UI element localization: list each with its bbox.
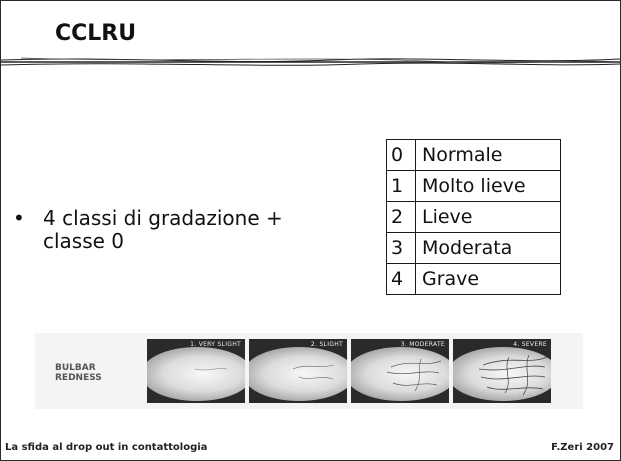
grades-table: 0 Normale 1 Molto lieve 2 Lieve 3 Modera…: [386, 139, 561, 295]
table-row: 2 Lieve: [386, 201, 561, 233]
eye-panel-label: 4. SEVERE: [513, 341, 547, 348]
decorative-rule: [1, 57, 620, 66]
table-row: 3 Moderata: [386, 232, 561, 264]
eye-panel-label: 3. MODERATE: [400, 341, 445, 348]
grade-label: Moderata: [415, 232, 561, 264]
table-row: 4 Grave: [386, 263, 561, 295]
eye-panel-label: 2. SLIGHT: [310, 341, 343, 348]
grade-number: 1: [386, 170, 416, 202]
grade-label: Grave: [415, 263, 561, 295]
eye-panel-very-slight: 1. VERY SLIGHT: [147, 339, 245, 403]
slide-title: CCLRU: [55, 21, 137, 46]
vessel-lines: [478, 354, 548, 396]
scale-title: BULBAR REDNESS: [55, 363, 102, 383]
grade-label: Molto lieve: [415, 170, 561, 202]
table-row: 1 Molto lieve: [386, 170, 561, 202]
bullet-dot: •: [13, 206, 25, 230]
grade-number: 0: [386, 139, 416, 171]
scale-title-line2: REDNESS: [55, 373, 102, 383]
eye-panel-severe: 4. SEVERE: [453, 339, 551, 403]
bullet-text: 4 classi di gradazione + classe 0: [43, 206, 283, 253]
footer-left-text: La sfida al drop out in contattologia: [5, 442, 208, 453]
eye-panel-moderate: 3. MODERATE: [351, 339, 449, 403]
eye-sclera: [351, 347, 449, 401]
table-row: 0 Normale: [386, 139, 561, 171]
grade-label: Normale: [415, 139, 561, 171]
scale-title-line1: BULBAR: [55, 363, 96, 373]
grade-label: Lieve: [415, 201, 561, 233]
vessel-lines: [194, 368, 228, 371]
eye-sclera: [147, 347, 245, 401]
grade-number: 3: [386, 232, 416, 264]
vessel-lines: [292, 364, 335, 380]
footer-right-text: F.Zeri 2007: [551, 442, 614, 453]
eye-sclera: [249, 347, 347, 401]
grade-number: 4: [386, 263, 416, 295]
eye-sclera: [453, 347, 551, 401]
grade-number: 2: [386, 201, 416, 233]
eye-panel-label: 1. VERY SLIGHT: [190, 341, 241, 348]
eye-panel-slight: 2. SLIGHT: [249, 339, 347, 403]
vessel-lines: [386, 358, 442, 392]
